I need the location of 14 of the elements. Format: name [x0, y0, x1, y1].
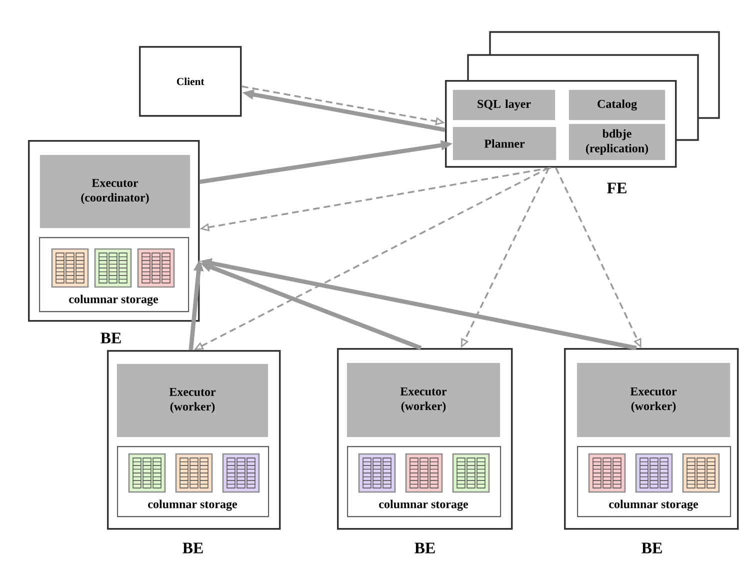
module-box: SQL layer [452, 90, 556, 120]
executor-box: Executor (worker) [576, 362, 730, 438]
node-caption: BE [182, 542, 203, 554]
node-caption: BE [642, 542, 662, 554]
node-caption: BE [414, 542, 435, 554]
module-box: Planner [452, 126, 556, 160]
module-box: bdbje (replication) [568, 124, 666, 160]
node-caption: BE [100, 332, 121, 344]
node-caption: FE [607, 182, 626, 194]
client-box: Client [139, 46, 242, 117]
executor-box: Executor (worker) [116, 364, 268, 438]
executor-box: Executor (coordinator) [40, 154, 190, 228]
executor-box: Executor (worker) [346, 362, 500, 438]
module-box: Catalog [568, 90, 666, 120]
